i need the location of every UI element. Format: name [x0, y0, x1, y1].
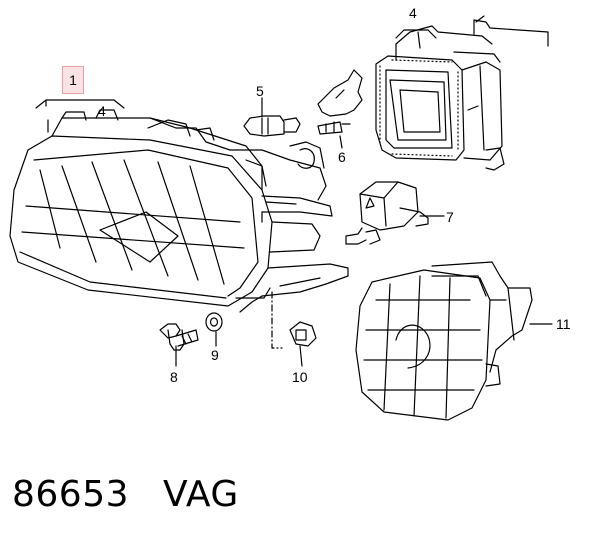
clip-10 [289, 321, 317, 367]
callout-7: 7 [446, 209, 454, 225]
callout-8: 8 [170, 369, 178, 385]
indicator-lamp-11 [355, 261, 533, 421]
callout-4-left: 4 [98, 103, 106, 119]
bulb-5 [243, 97, 301, 137]
footer-caption: 86653 VAG [12, 474, 239, 515]
cover-4 [375, 15, 549, 171]
part-number: 86653 [12, 474, 130, 515]
exploded-parts-diagram [9, 15, 553, 421]
washer-9 [205, 312, 223, 347]
callout-1-highlight: 1 [62, 66, 84, 94]
callout-1: 1 [69, 72, 77, 88]
adjuster-motor-7 [345, 181, 433, 245]
headlight-assembly [9, 109, 349, 313]
callout-6: 6 [338, 149, 346, 165]
bulb-6 [317, 69, 363, 149]
callout-9: 9 [211, 347, 219, 363]
callout-11: 11 [556, 316, 571, 332]
callout-10: 10 [292, 369, 308, 385]
screw-8 [159, 323, 199, 367]
callout-4-top: 4 [409, 5, 417, 21]
callout-5: 5 [256, 83, 264, 99]
brand-label: VAG [163, 474, 239, 515]
